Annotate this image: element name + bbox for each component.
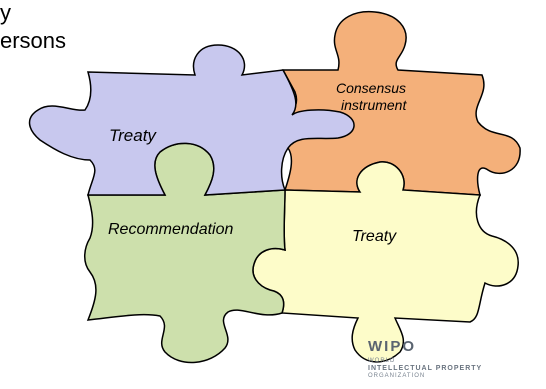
wipo-logo: WIPO WORLD INTELLECTUAL PROPERTY ORGANIZ… (360, 338, 530, 386)
label-consensus: Consensus (336, 80, 406, 96)
wipo-logo-line-2: INTELLECTUAL PROPERTY (368, 365, 483, 372)
label-instrument: instrument (341, 97, 407, 113)
cropped-text-line-1: y (0, 0, 11, 25)
label-treaty-lavender: Treaty (109, 126, 157, 145)
puzzle-piece-treaty-lavender (28, 44, 355, 196)
puzzle-piece-consensus (280, 10, 521, 196)
wipo-logo-line-1: WORLD (368, 358, 396, 364)
cropped-text-line-2: ersons (0, 28, 67, 53)
label-recommendation: Recommendation (108, 221, 234, 238)
label-treaty-yellow: Treaty (352, 228, 397, 245)
wipo-logo-title: WIPO (368, 338, 416, 355)
wipo-logo-line-3: ORGANIZATION (368, 373, 426, 379)
